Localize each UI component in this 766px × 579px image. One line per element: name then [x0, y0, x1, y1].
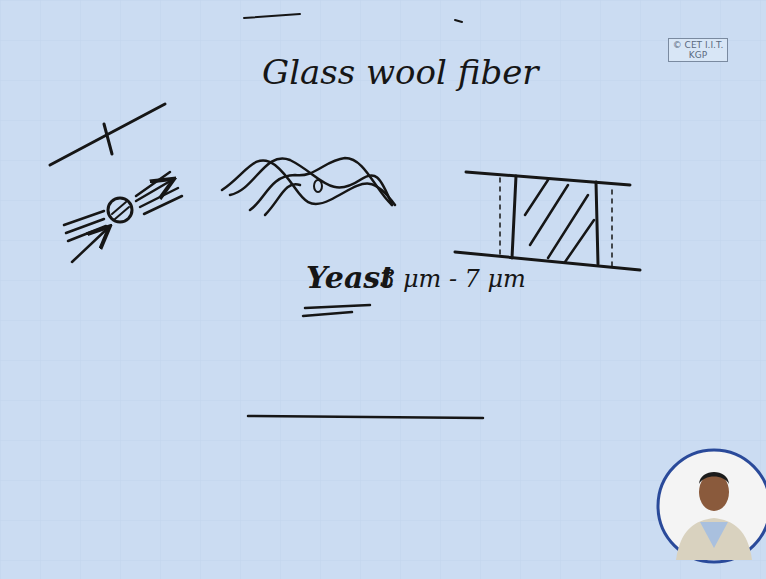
- fiber-line: [50, 104, 165, 165]
- presenter-video: [658, 450, 766, 562]
- filter-channel: [455, 172, 640, 270]
- blank-line: [248, 416, 483, 418]
- particle-flow: [64, 172, 182, 262]
- heading: Glass wool fiber: [262, 52, 539, 92]
- top-marks: [244, 14, 462, 22]
- cross-mark: [104, 124, 112, 154]
- size-range: 3 μm - 7 μm: [380, 265, 526, 293]
- watermark: © CET I.I.T. KGP: [668, 38, 728, 62]
- wavy-fibers: [222, 158, 395, 215]
- underline: [303, 305, 370, 316]
